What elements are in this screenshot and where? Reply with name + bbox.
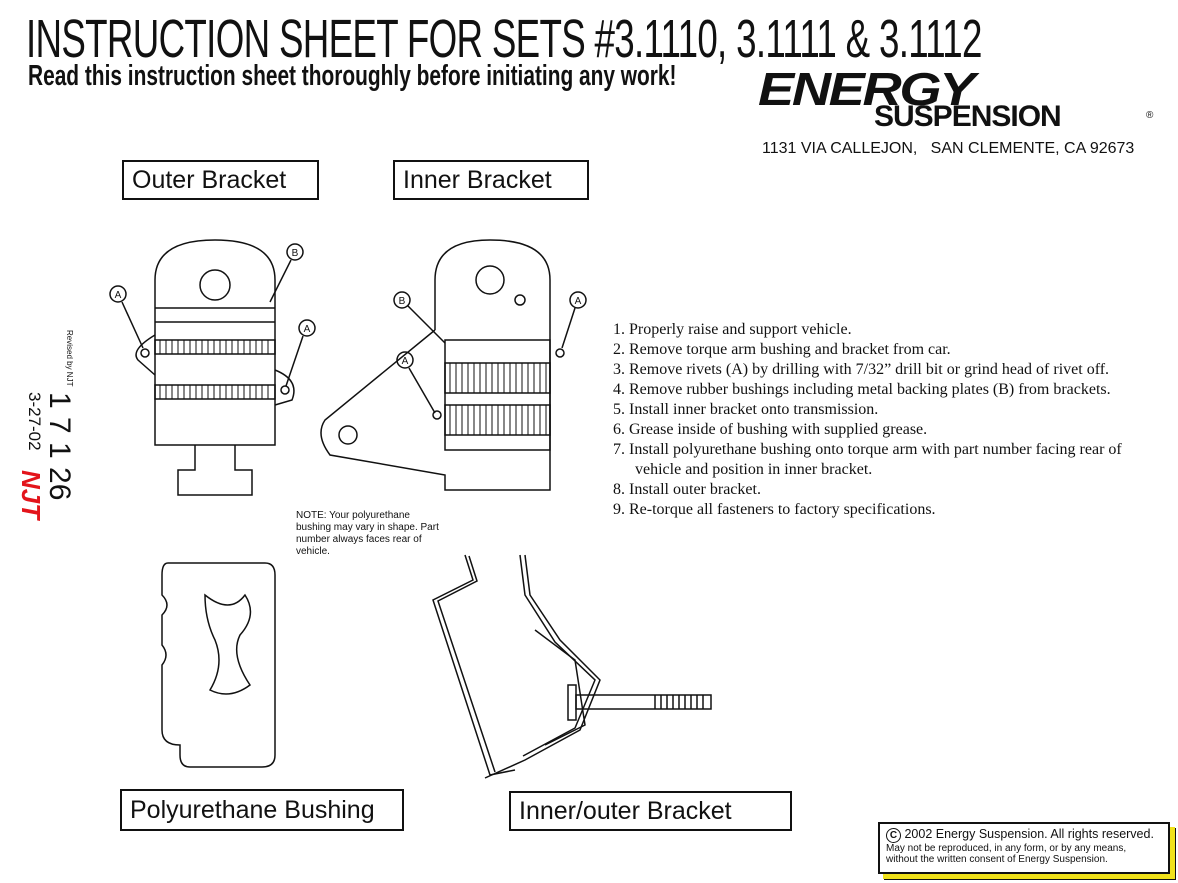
revision-stamp: Revised by NJT 1 7 1 26 3-27-02 NJT: [14, 330, 76, 540]
revision-initials: NJT: [16, 470, 46, 520]
step: 3. Remove rivets (A) by drilling with 7/…: [613, 361, 1110, 378]
copyright-line2: May not be reproduced, in any form, or b…: [886, 843, 1127, 854]
copyright-line1: 2002 Energy Suspension. All rights reser…: [904, 827, 1154, 841]
callout-a: A: [575, 296, 582, 307]
step: 5. Install inner bracket onto transmissi…: [613, 401, 879, 418]
inner-outer-bracket-side-diagram: [432, 554, 712, 779]
copyright-line3: without the written consent of Energy Su…: [886, 854, 1108, 865]
logo-energy: ENERGY: [758, 63, 975, 115]
page-subtitle: Read this instruction sheet thoroughly b…: [28, 60, 677, 92]
label-inner-outer-bracket: Inner/outer Bracket: [509, 791, 792, 831]
callout-a: A: [115, 290, 122, 301]
registered-mark: ®: [1146, 110, 1154, 121]
callout-a: A: [402, 356, 409, 367]
callout-a: A: [304, 324, 311, 335]
copyright-icon: C: [886, 828, 901, 843]
revised-by: Revised by NJT: [65, 330, 74, 387]
bushing-note: NOTE: Your polyurethane bushing may vary…: [296, 510, 439, 557]
revision-date: 3-27-02: [25, 392, 44, 451]
step: 7. Install polyurethane bushing onto tor…: [613, 441, 1122, 478]
step: 8. Install outer bracket.: [613, 481, 761, 498]
page-title: INSTRUCTION SHEET FOR SETS #3.1110, 3.11…: [26, 9, 982, 69]
copyright-box: C 2002 Energy Suspension. All rights res…: [878, 822, 1170, 874]
step: 4. Remove rubber bushings including meta…: [613, 381, 1111, 398]
step: 2. Remove torque arm bushing and bracket…: [613, 341, 951, 358]
label-polyurethane-bushing: Polyurethane Bushing: [120, 789, 404, 831]
label-outer-bracket: Outer Bracket: [122, 160, 319, 200]
callout-b: B: [292, 248, 299, 259]
callout-b: B: [399, 296, 406, 307]
outer-bracket-diagram: A B A: [109, 239, 316, 496]
instruction-steps: 1. Properly raise and support vehicle. 2…: [613, 320, 1158, 520]
step: 9. Re-torque all fasteners to factory sp…: [613, 501, 936, 518]
part-number: 1 7 1 26: [43, 392, 76, 501]
company-address: 1131 VIA CALLEJON, SAN CLEMENTE, CA 9267…: [762, 140, 1135, 157]
inner-bracket-diagram: B A A: [320, 239, 587, 491]
label-inner-bracket: Inner Bracket: [393, 160, 589, 200]
logo-suspension: SUSPENSION: [874, 100, 1062, 133]
polyurethane-bushing-diagram: [161, 562, 276, 768]
step: 1. Properly raise and support vehicle.: [613, 321, 852, 338]
step: 6. Grease inside of bushing with supplie…: [613, 421, 928, 438]
